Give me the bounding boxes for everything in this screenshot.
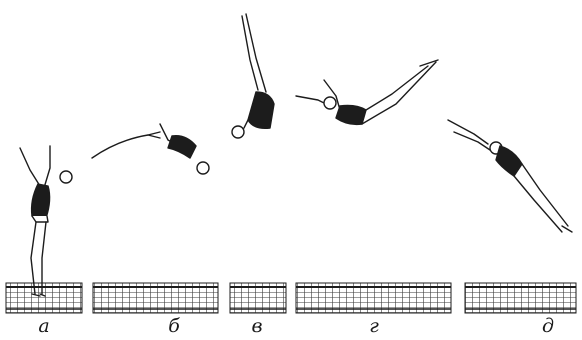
- gymnast-figure-a: [20, 146, 72, 296]
- caption-v: в: [245, 316, 269, 336]
- mat-d: [465, 283, 576, 313]
- caption-a: а: [32, 316, 56, 336]
- mat-b: [93, 283, 218, 313]
- mat-v: [230, 283, 286, 313]
- gymnast-figure-v: [232, 14, 274, 138]
- mat-a: [6, 283, 82, 313]
- caption-g: г: [362, 316, 386, 336]
- gymnast-figure-g: [296, 60, 438, 124]
- gymnast-figure-b: [92, 124, 209, 174]
- caption-d: д: [536, 316, 560, 336]
- gymnast-figure-d: [448, 120, 572, 232]
- caption-b: б: [162, 316, 186, 336]
- mat-g: [296, 283, 451, 313]
